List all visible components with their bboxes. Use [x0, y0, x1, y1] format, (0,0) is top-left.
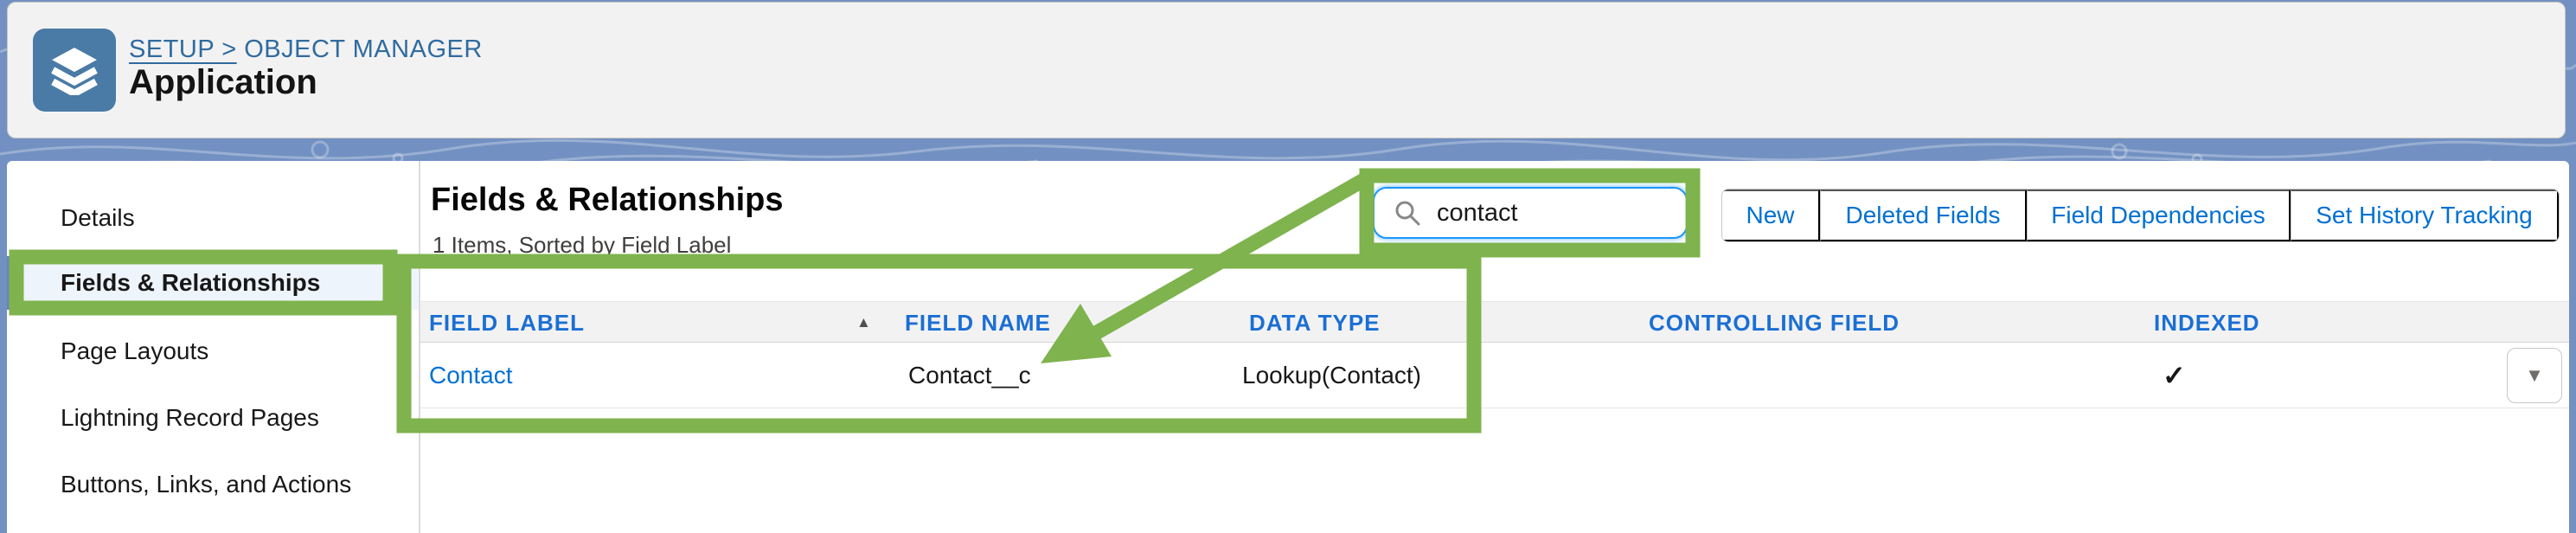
- breadcrumb-setup-link[interactable]: SETUP >: [129, 35, 237, 63]
- search-icon: [1395, 201, 1420, 226]
- page-header-card: SETUP > OBJECT MANAGER Application: [7, 2, 2566, 138]
- object-layers-icon: [33, 29, 116, 112]
- breadcrumb: SETUP > OBJECT MANAGER: [129, 35, 483, 64]
- column-indexed[interactable]: INDEXED: [2154, 309, 2260, 336]
- field-dependencies-button[interactable]: Field Dependencies: [2027, 189, 2291, 241]
- deleted-fields-button[interactable]: Deleted Fields: [1820, 189, 2027, 241]
- indexed-check-icon: ✓: [2163, 360, 2186, 391]
- quick-find-search[interactable]: [1373, 187, 1688, 239]
- sidebar-item-lightning-record-pages[interactable]: Lightning Record Pages: [61, 404, 319, 431]
- object-manager-sidebar: Details Fields & Relationships Page Layo…: [7, 161, 420, 533]
- field-name-cell: Contact__c: [908, 362, 1031, 389]
- page-title: Application: [129, 63, 317, 101]
- sidebar-item-buttons-links-actions[interactable]: Buttons, Links, and Actions: [61, 471, 352, 498]
- list-heading: Fields & Relationships: [431, 182, 784, 218]
- sidebar-item-details[interactable]: Details: [61, 204, 135, 231]
- field-label-link[interactable]: Contact: [429, 362, 513, 389]
- data-type-cell: Lookup(Contact): [1242, 362, 1422, 389]
- column-controlling-field[interactable]: CONTROLLING FIELD: [1649, 309, 1900, 336]
- table-row: Contact Contact__c Lookup(Contact) ✓ ▼: [420, 343, 2569, 408]
- breadcrumb-current: OBJECT MANAGER: [244, 35, 483, 63]
- sidebar-item-page-layouts[interactable]: Page Layouts: [61, 337, 209, 364]
- list-subheading: 1 Items, Sorted by Field Label: [433, 232, 732, 258]
- new-button[interactable]: New: [1722, 189, 1820, 241]
- content-panel: Details Fields & Relationships Page Layo…: [7, 161, 2569, 533]
- table-header-row: FIELD LABEL ▲ FIELD NAME DATA TYPE CONTR…: [420, 301, 2569, 343]
- sidebar-item-fields-relationships[interactable]: Fields & Relationships: [7, 256, 419, 310]
- search-input[interactable]: [1435, 197, 1672, 228]
- column-field-name[interactable]: FIELD NAME: [905, 309, 1051, 336]
- list-toolbar: New Deleted Fields Field Dependencies Se…: [1721, 189, 2560, 242]
- column-field-label[interactable]: FIELD LABEL: [429, 309, 585, 336]
- sort-ascending-icon[interactable]: ▲: [856, 314, 871, 331]
- row-actions-menu-button[interactable]: ▼: [2507, 348, 2562, 403]
- set-history-tracking-button[interactable]: Set History Tracking: [2291, 189, 2559, 241]
- chevron-down-icon: ▼: [2525, 364, 2544, 386]
- column-data-type[interactable]: DATA TYPE: [1249, 309, 1381, 336]
